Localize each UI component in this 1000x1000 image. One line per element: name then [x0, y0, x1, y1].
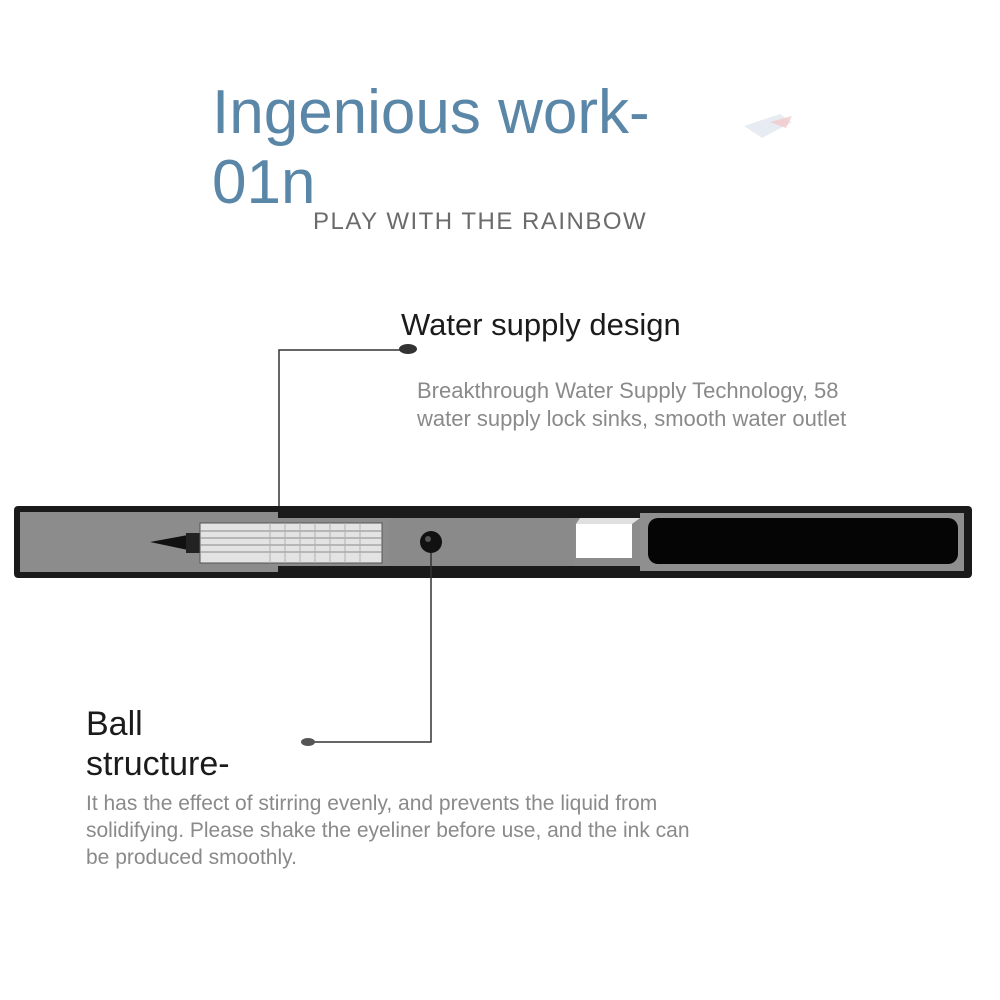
ball-title-line-2: structure-	[86, 745, 230, 783]
plug	[576, 524, 632, 558]
water-supply-description: Breakthrough Water Supply Technology, 58…	[417, 377, 937, 433]
ball-desc-line-2: solidifying. Please shake the eyeliner b…	[86, 819, 690, 842]
ball-title-line-1: Ball	[86, 705, 143, 743]
mixing-chamber	[388, 518, 574, 566]
ball-structure-title: Ball structure-	[86, 704, 326, 784]
page-subtitle: PLAY WITH THE RAINBOW	[313, 208, 648, 235]
barrel-window	[278, 518, 640, 566]
tip-window	[20, 512, 278, 572]
decorative-swoosh-icon	[744, 114, 792, 138]
ink-reservoir	[648, 518, 958, 564]
title-line-1: Ingenious work-	[212, 78, 650, 147]
water-supply-leader-line	[278, 349, 405, 508]
ball-desc-line-3: be produced smoothly.	[86, 846, 297, 869]
water-supply-title: Water supply design	[401, 307, 681, 342]
tip-ferrule	[186, 533, 202, 553]
ball-structure-leader-line	[310, 553, 432, 743]
threaded-core	[199, 522, 383, 564]
brush-tip-icon	[150, 535, 188, 550]
water-supply-leader-dot	[399, 344, 417, 354]
ball-structure-description: It has the effect of stirring evenly, an…	[86, 790, 846, 871]
water-supply-desc-line-1: Breakthrough Water Supply Technology, 58	[417, 378, 839, 403]
pen-body	[14, 506, 972, 578]
reservoir-window	[640, 513, 964, 571]
ball-desc-line-1: It has the effect of stirring evenly, an…	[86, 792, 658, 815]
water-supply-desc-line-2: water supply lock sinks, smooth water ou…	[417, 406, 847, 431]
title-line-2: 01n	[212, 148, 316, 217]
page-title: Ingenious work- 01n	[212, 78, 732, 218]
mixing-ball-icon	[420, 531, 442, 553]
